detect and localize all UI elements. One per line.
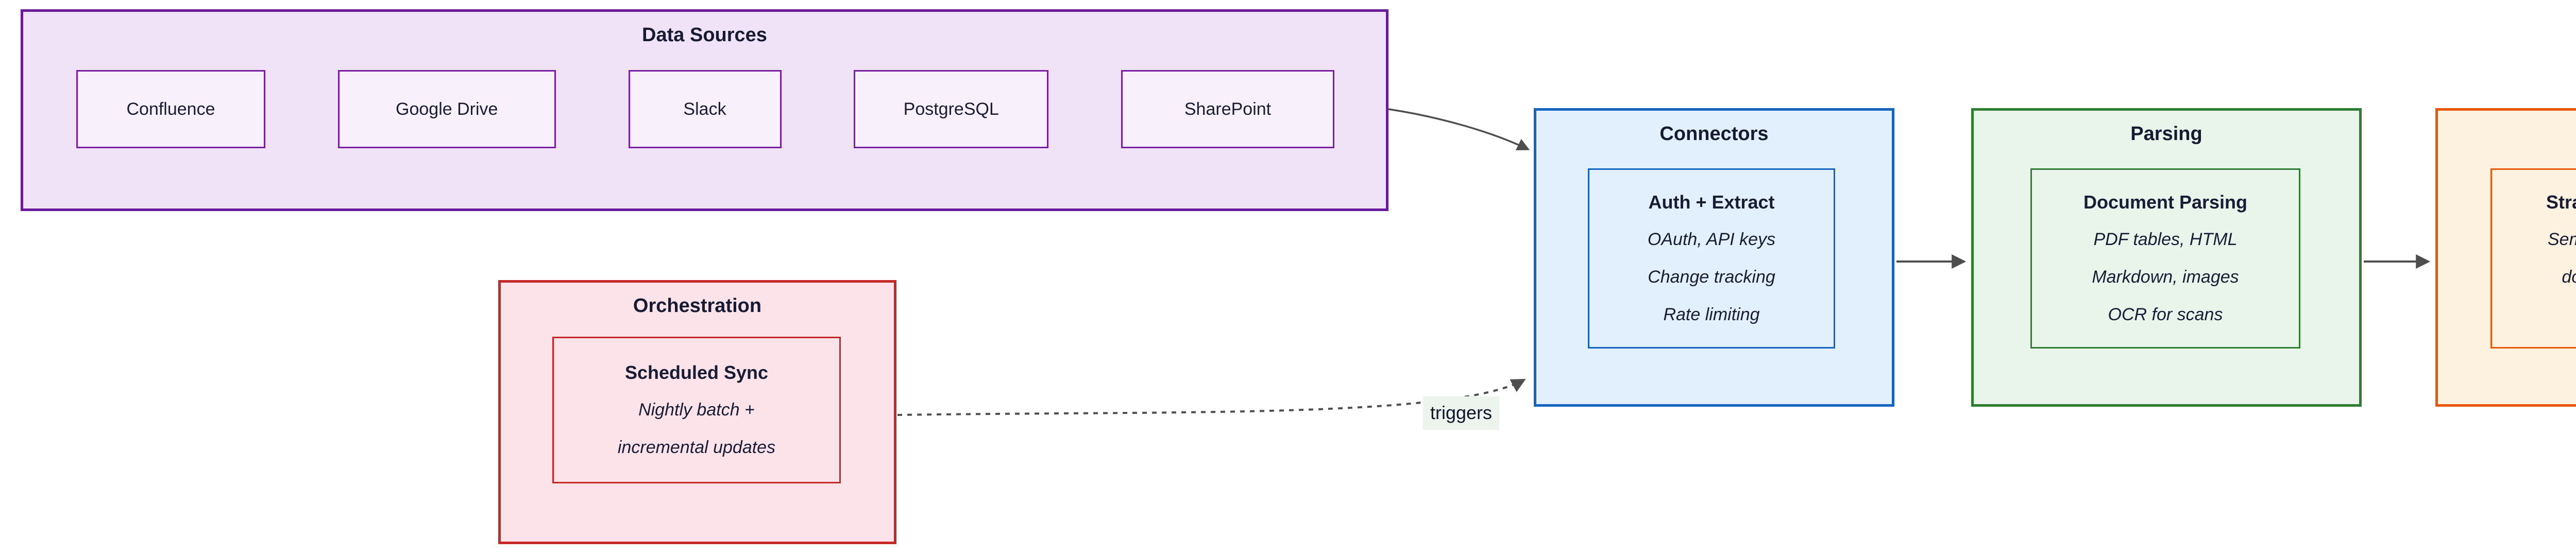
node-strategy-selection: Strategy Selection Semantic, recursive, … bbox=[2490, 168, 2576, 349]
node-auth-extract: Auth + Extract OAuth, API keys Change tr… bbox=[1588, 168, 1835, 349]
node-document-parsing-line: PDF tables, HTML bbox=[2093, 230, 2238, 249]
group-parsing: Parsing Document Parsing PDF tables, HTM… bbox=[1971, 108, 2362, 407]
node-strategy-selection-title: Strategy Selection bbox=[2546, 192, 2576, 213]
group-data-sources-title: Data Sources bbox=[642, 24, 767, 46]
node-document-parsing-title: Document Parsing bbox=[2083, 192, 2248, 213]
node-scheduled-sync-line: Nightly batch + bbox=[638, 400, 755, 420]
node-postgresql: PostgreSQL bbox=[854, 70, 1049, 148]
group-connectors-title: Connectors bbox=[1659, 123, 1769, 145]
group-connectors: Connectors Auth + Extract OAuth, API key… bbox=[1534, 108, 1894, 407]
group-orchestration-title: Orchestration bbox=[633, 295, 762, 317]
node-slack: Slack bbox=[628, 70, 782, 148]
group-parsing-title: Parsing bbox=[2130, 123, 2202, 145]
node-scheduled-sync-line: incremental updates bbox=[617, 438, 776, 457]
group-chunking-title: Chunking bbox=[2438, 111, 2576, 145]
node-document-parsing-line: Markdown, images bbox=[2092, 267, 2239, 287]
node-confluence: Confluence bbox=[76, 70, 265, 148]
edge-datasources-to-connectors bbox=[1388, 108, 1530, 150]
group-orchestration: Orchestration Scheduled Sync Nightly bat… bbox=[498, 280, 896, 544]
node-auth-extract-line: Change tracking bbox=[1648, 267, 1775, 287]
node-strategy-selection-line: document-aware bbox=[2562, 267, 2576, 287]
node-google-drive: Google Drive bbox=[337, 70, 556, 148]
node-auth-extract-line: OAuth, API keys bbox=[1647, 230, 1776, 249]
node-sharepoint: SharePoint bbox=[1121, 70, 1334, 148]
node-auth-extract-title: Auth + Extract bbox=[1648, 192, 1775, 213]
node-scheduled-sync-title: Scheduled Sync bbox=[624, 362, 769, 383]
node-scheduled-sync: Scheduled Sync Nightly batch + increment… bbox=[552, 337, 841, 483]
node-document-parsing-line: OCR for scans bbox=[2108, 305, 2223, 324]
node-document-parsing: Document Parsing PDF tables, HTML Markdo… bbox=[2030, 168, 2300, 349]
node-strategy-selection-line: Semantic, recursive, bbox=[2548, 230, 2576, 249]
data-source-nodes-row: Confluence Google Drive Slack PostgreSQL… bbox=[76, 70, 1334, 148]
node-auth-extract-line: Rate limiting bbox=[1663, 305, 1760, 324]
group-data-sources: Data Sources Confluence Google Drive Sla… bbox=[21, 9, 1388, 211]
edge-label-triggers: triggers bbox=[1423, 396, 1500, 430]
group-chunking: Chunking Strategy Selection Semantic, re… bbox=[2435, 108, 2576, 407]
